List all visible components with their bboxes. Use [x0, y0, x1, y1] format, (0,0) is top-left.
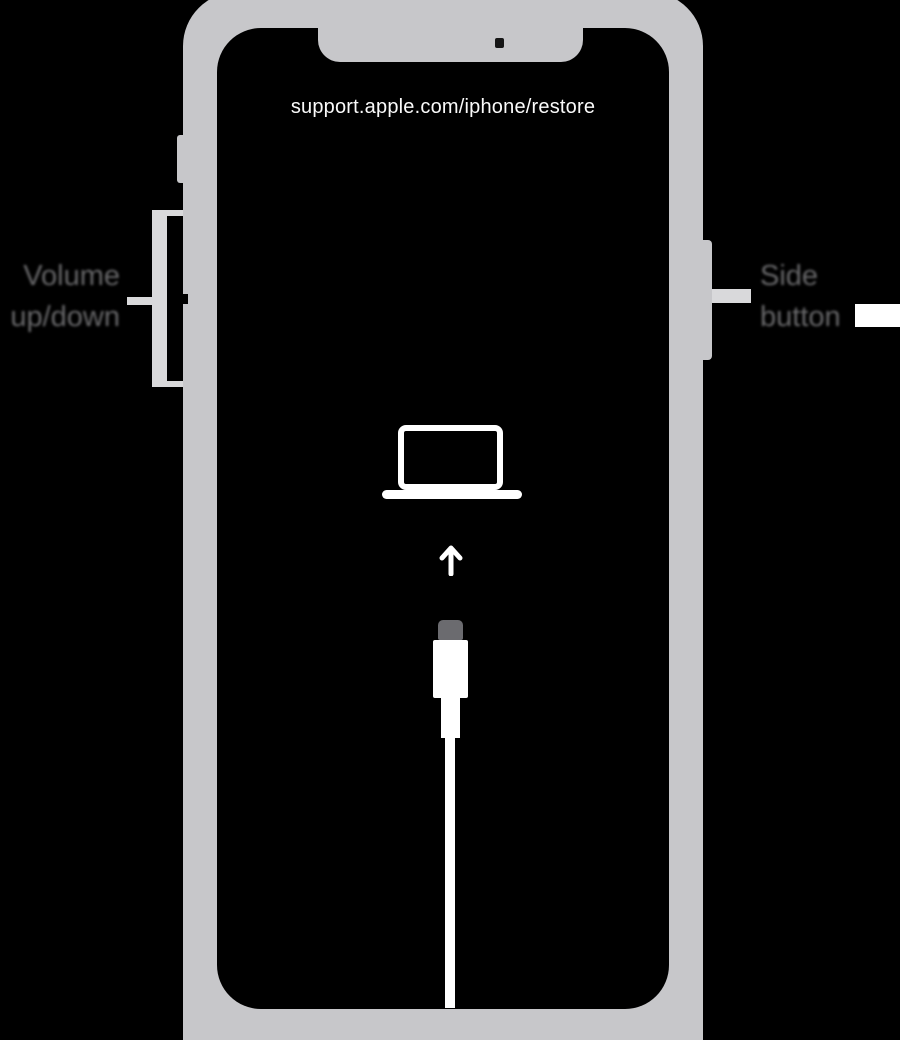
volume-buttons-bracket [152, 210, 167, 387]
side-label-line1: Side [760, 260, 819, 292]
volume-label-line1: Volume [23, 260, 120, 292]
volume-buttons-bracket-bottom [152, 381, 183, 387]
lightning-connector-body-icon [433, 640, 468, 698]
white-edge-patch [855, 304, 900, 327]
laptop-base-icon [382, 490, 522, 499]
restore-url-text: support.apple.com/iphone/restore [290, 96, 596, 118]
lightning-cable-icon [445, 738, 455, 1008]
side-button-label: Side button [760, 256, 841, 338]
side-button [703, 240, 712, 360]
volume-label-line2: up/down [10, 301, 120, 333]
volume-buttons-bracket-top [152, 210, 183, 216]
iphone-screen [217, 28, 669, 1009]
volume-buttons-label: Volume up/down [10, 256, 120, 338]
lightning-connector-neck-icon [441, 698, 460, 738]
front-camera-icon [495, 38, 504, 48]
side-button-callout-line [712, 289, 751, 303]
side-label-line2: button [760, 301, 841, 333]
screen-notch [318, 28, 583, 62]
volume-buttons-divider [167, 294, 188, 304]
laptop-icon [398, 425, 503, 490]
volume-callout-line [127, 297, 153, 305]
lightning-connector-tip-icon [438, 620, 463, 640]
arrow-up-icon [439, 545, 463, 576]
ringer-switch [177, 135, 184, 183]
